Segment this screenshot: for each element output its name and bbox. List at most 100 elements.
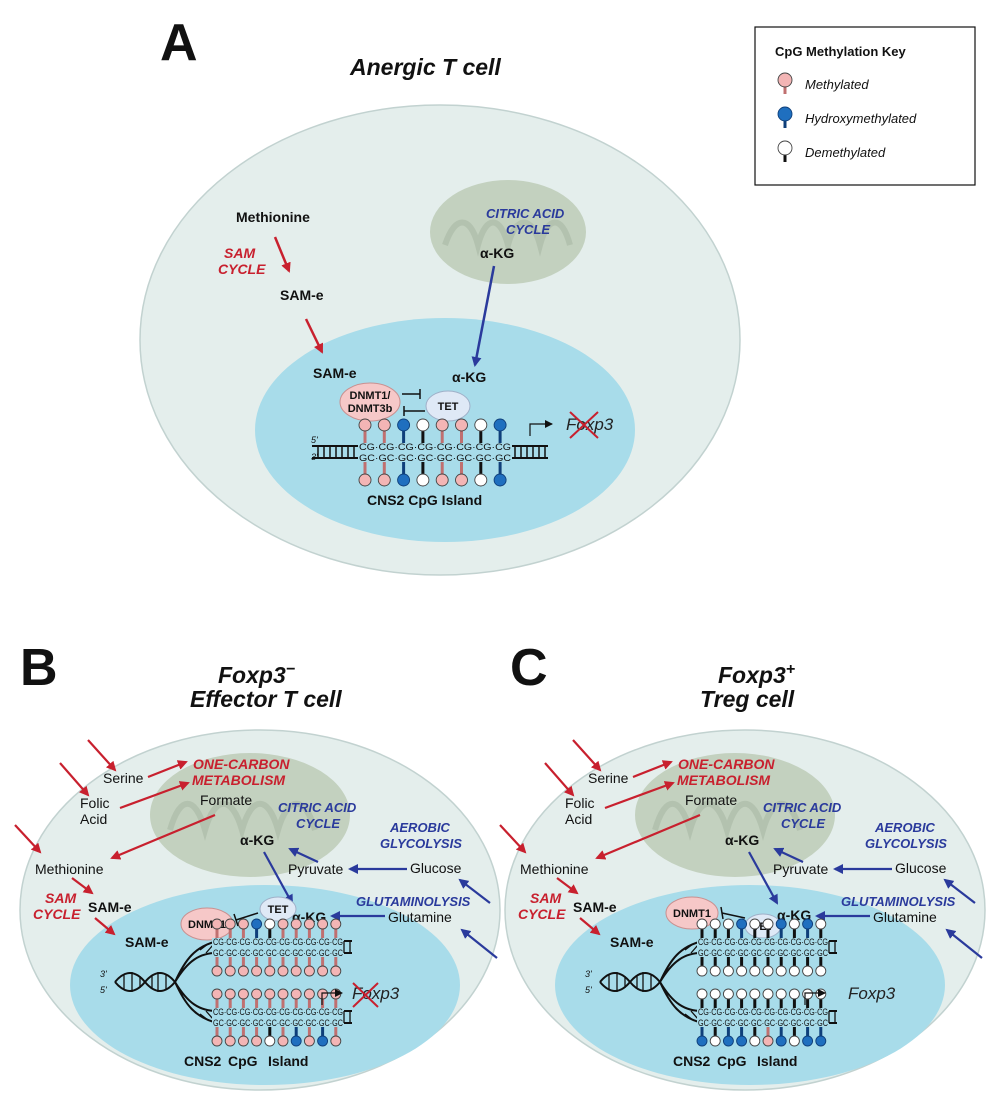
gc-sequence-upper-c: GC·GC·GC·GC·GC·GC·GC·GC·GC·GC — [698, 948, 828, 959]
methionine-c: Methionine — [520, 861, 589, 877]
demethylated-cpg-marker — [736, 957, 748, 977]
strand-3prime-a: 3' — [311, 452, 318, 462]
formate-arrow-b — [110, 813, 216, 860]
tet-inhibits-dnmt-c — [720, 906, 746, 920]
demethylated-cpg-marker — [722, 957, 734, 977]
demethylated-cpg-marker — [696, 918, 708, 938]
key-box — [754, 26, 976, 186]
dna-duplex-a — [312, 443, 548, 461]
panel-b-title-line1: Foxp3− — [218, 661, 295, 688]
panel-b: B Foxp3− Effector T cell Serine Folic Ac… — [14, 639, 501, 1091]
foxp3-tss-arrow-b — [321, 989, 343, 1005]
demethylated-cpg-marker — [696, 957, 708, 977]
same-import-arrow-a — [304, 318, 324, 354]
demethylated-cpg-marker — [736, 988, 748, 1008]
akg-nuc-c: α-KG — [777, 907, 811, 923]
methylated-cpg-marker — [277, 957, 289, 977]
formate-b: Formate — [200, 792, 252, 808]
cns2-b: CNS2 — [184, 1053, 222, 1069]
methionine-a: Methionine — [236, 209, 310, 225]
methylated-cpg-marker — [211, 1027, 223, 1047]
methylated-cpg-marker — [777, 72, 793, 94]
same-cyto-c: SAM-e — [573, 899, 617, 915]
panel-c-title-line1: Foxp3+ — [718, 661, 795, 688]
akg-mito-b: α-KG — [240, 832, 274, 848]
demethylated-cpg-marker — [762, 988, 774, 1008]
folic-arrow-b — [119, 781, 190, 810]
demethylated-cpg-marker — [775, 957, 787, 977]
citric-acid-b-line2: CYCLE — [296, 816, 340, 831]
gc-sequence-lower-b: GC·GC·GC·GC·GC·GC·GC·GC·GC·GC — [213, 1018, 343, 1029]
hydroxymethylated-cpg-marker — [775, 918, 787, 938]
methylated-cpg-marker — [237, 988, 249, 1008]
tet-inhibits-dnmt-a — [402, 389, 421, 399]
strand-3prime-c: 3' — [585, 969, 592, 979]
aerobic-c-line2: GLYCOLYSIS — [865, 836, 947, 851]
demethylated-cpg-marker — [802, 957, 814, 977]
formate-c: Formate — [685, 792, 737, 808]
key-label-methylated: Methylated — [805, 77, 869, 92]
methylated-cpg-marker — [303, 918, 315, 938]
strand-5prime-b: 5' — [100, 985, 107, 995]
methylated-cpg-marker — [303, 988, 315, 1008]
nucleus-b — [70, 885, 460, 1085]
methylated-cpg-marker — [277, 988, 289, 1008]
cpg-b: CpG — [228, 1053, 258, 1069]
akg-nuc-a: α-KG — [452, 369, 486, 385]
sam-cycle-b-line1: SAM — [45, 890, 76, 906]
cg-sequence-lower-c: CG·CG·CG·CG·CG·CG·CG·CG·CG·CG — [698, 1007, 828, 1018]
citric-acid-a-line1: CITRIC ACID — [486, 206, 565, 221]
akg-mito-a: α-KG — [480, 245, 514, 261]
methionine-uptake-arrow-b — [14, 824, 42, 854]
panel-letter-a: A — [160, 14, 198, 72]
methylated-cpg-marker — [290, 957, 302, 977]
demethylated-cpg-marker — [749, 1027, 761, 1047]
key-label-demethylated: Demethylated — [805, 145, 886, 160]
demethylated-cpg-marker — [709, 988, 721, 1008]
hydroxymethylated-cpg-marker — [290, 1027, 302, 1047]
mitochondrion-a — [430, 180, 586, 284]
methylated-cpg-marker — [330, 918, 342, 938]
cns2-c: CNS2 — [673, 1053, 711, 1069]
hydroxymethylated-cpg-marker — [775, 1027, 787, 1047]
methylated-cpg-marker — [290, 988, 302, 1008]
methylation-key: CpG Methylation Key MethylatedHydroxymet… — [754, 26, 976, 186]
hydroxymethylated-cpg-marker — [493, 418, 507, 443]
hydroxymethylated-cpg-marker — [802, 918, 814, 938]
hydroxymethylated-cpg-marker — [696, 1027, 708, 1047]
glucose-c: Glucose — [895, 860, 947, 876]
pyruvate-arrow-c — [773, 847, 804, 863]
methylated-cpg-marker — [237, 957, 249, 977]
methylated-cpg-marker — [303, 1027, 315, 1047]
methylated-cpg-marker — [435, 418, 449, 443]
dnmt-inhibits-tet-a — [403, 406, 425, 416]
pyruvate-arrow-b — [288, 847, 319, 863]
tet-enzyme-a — [425, 390, 471, 422]
methylated-cpg-marker — [237, 1027, 249, 1047]
foxp3-blocked-cross-b — [352, 982, 379, 1008]
methylated-cpg-marker — [455, 418, 468, 443]
demethylated-cpg-marker — [416, 462, 430, 487]
methylated-cpg-marker — [290, 918, 302, 938]
sam-cycle-arrow-b — [71, 877, 94, 895]
same-cyto-b: SAM-e — [88, 899, 132, 915]
one-carbon-b-line2: METABOLISM — [192, 772, 285, 788]
replication-fork-b — [114, 938, 352, 1026]
methylated-cpg-marker — [377, 418, 391, 443]
methylated-cpg-marker — [251, 1027, 263, 1047]
key-label-hydroxymethylated: Hydroxymethylated — [805, 111, 917, 126]
cg-sequence-upper-b: CG·CG·CG·CG·CG·CG·CG·CG·CG·CG — [213, 937, 343, 948]
panel-c: C Foxp3+ Treg cell Serine Folic Acid ONE… — [499, 639, 986, 1091]
demethylated-cpg-marker — [749, 918, 761, 938]
demethylated-cpg-marker — [749, 988, 761, 1008]
one-carbon-c-line1: ONE-CARBON — [678, 756, 775, 772]
sam-cycle-b-line2: CYCLE — [33, 906, 81, 922]
folic-arrow-c — [604, 781, 675, 810]
serine-uptake-arrow-c — [572, 739, 602, 772]
methylated-cpg-marker — [303, 957, 315, 977]
demethylated-cpg-marker — [762, 957, 774, 977]
cg-sequence-lower-b: CG·CG·CG·CG·CG·CG·CG·CG·CG·CG — [213, 1007, 343, 1018]
hydroxymethylated-cpg-marker — [317, 1027, 329, 1047]
demethylated-cpg-marker — [722, 988, 734, 1008]
hydroxymethylated-cpg-marker — [802, 1027, 814, 1047]
